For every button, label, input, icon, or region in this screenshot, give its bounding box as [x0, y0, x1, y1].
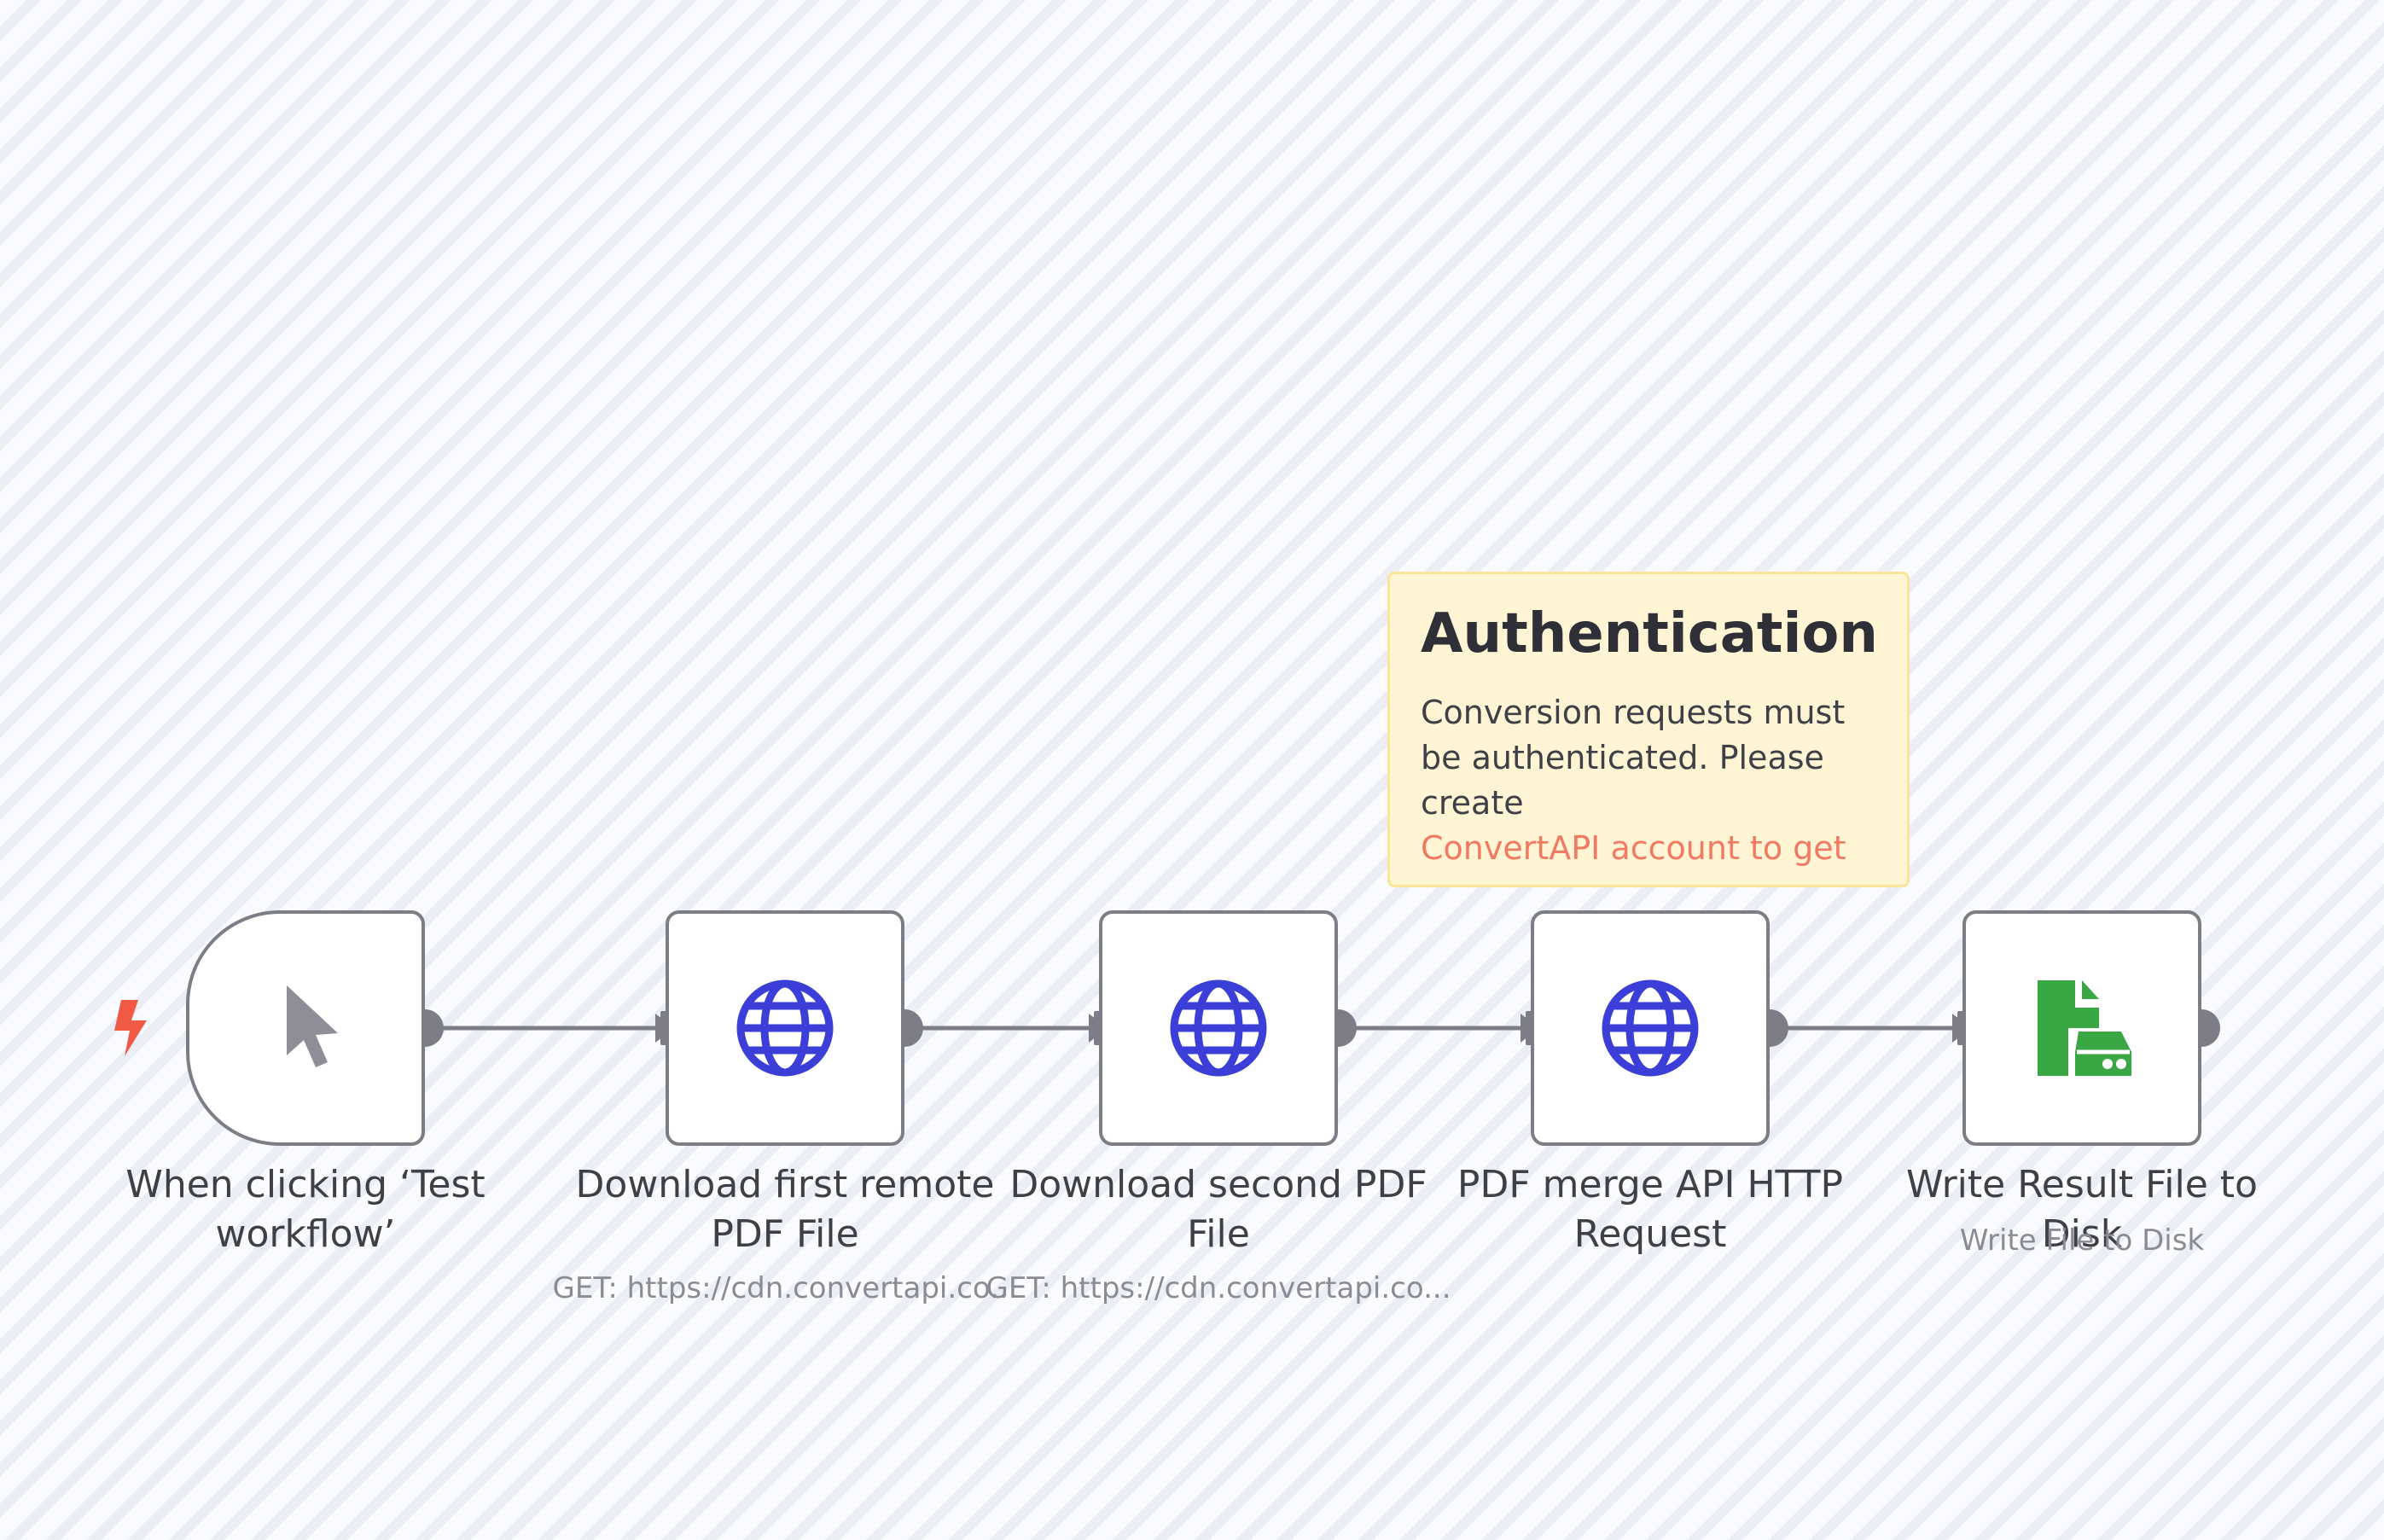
node-title: Download second PDF File	[1009, 1163, 1427, 1256]
node-title: PDF merge API HTTP Request	[1457, 1163, 1844, 1256]
node-subtitle: GET: https://cdn.convertapi.co...	[552, 1271, 1018, 1305]
connection-trigger-to-download-first[interactable]	[427, 1014, 674, 1043]
node-manual-trigger[interactable]	[186, 910, 425, 1146]
lightning-bolt-icon	[114, 1000, 147, 1056]
sticky-note-link[interactable]: ConvertAPI account to get	[1421, 829, 1846, 867]
file-disk-icon	[2038, 980, 2131, 1076]
node-download-first-pdf[interactable]	[666, 910, 904, 1146]
globe-icon	[1170, 979, 1267, 1077]
connection-download-first-to-download-second[interactable]	[906, 1014, 1108, 1043]
globe-icon	[1602, 979, 1699, 1077]
node-title: Write Result File to Disk	[1906, 1163, 2258, 1256]
node-title: When clicking ‘Test workflow’	[125, 1163, 486, 1256]
sticky-note-title: Authentication	[1421, 602, 1878, 665]
sticky-note-body: Conversion requests must be authenticate…	[1421, 690, 1876, 871]
sticky-note-text: Conversion requests must be authenticate…	[1421, 694, 1846, 822]
sticky-note[interactable]: Authentication Conversion requests must …	[1387, 572, 1910, 887]
node-subtitle: Write File to Disk	[1959, 1223, 2205, 1258]
node-download-second-pdf[interactable]	[1099, 910, 1338, 1146]
node-pdf-merge-request[interactable]	[1531, 910, 1770, 1146]
node-write-file[interactable]	[1962, 910, 2201, 1146]
connection-download-second-to-merge[interactable]	[1338, 1014, 1539, 1043]
cursor-pointer-icon	[287, 985, 338, 1067]
node-title: Download first remote PDF File	[575, 1163, 995, 1256]
node-subtitle: GET: https://cdn.convertapi.co...	[986, 1271, 1451, 1305]
connection-merge-to-write-file[interactable]	[1770, 1014, 1971, 1043]
globe-icon	[736, 979, 834, 1077]
